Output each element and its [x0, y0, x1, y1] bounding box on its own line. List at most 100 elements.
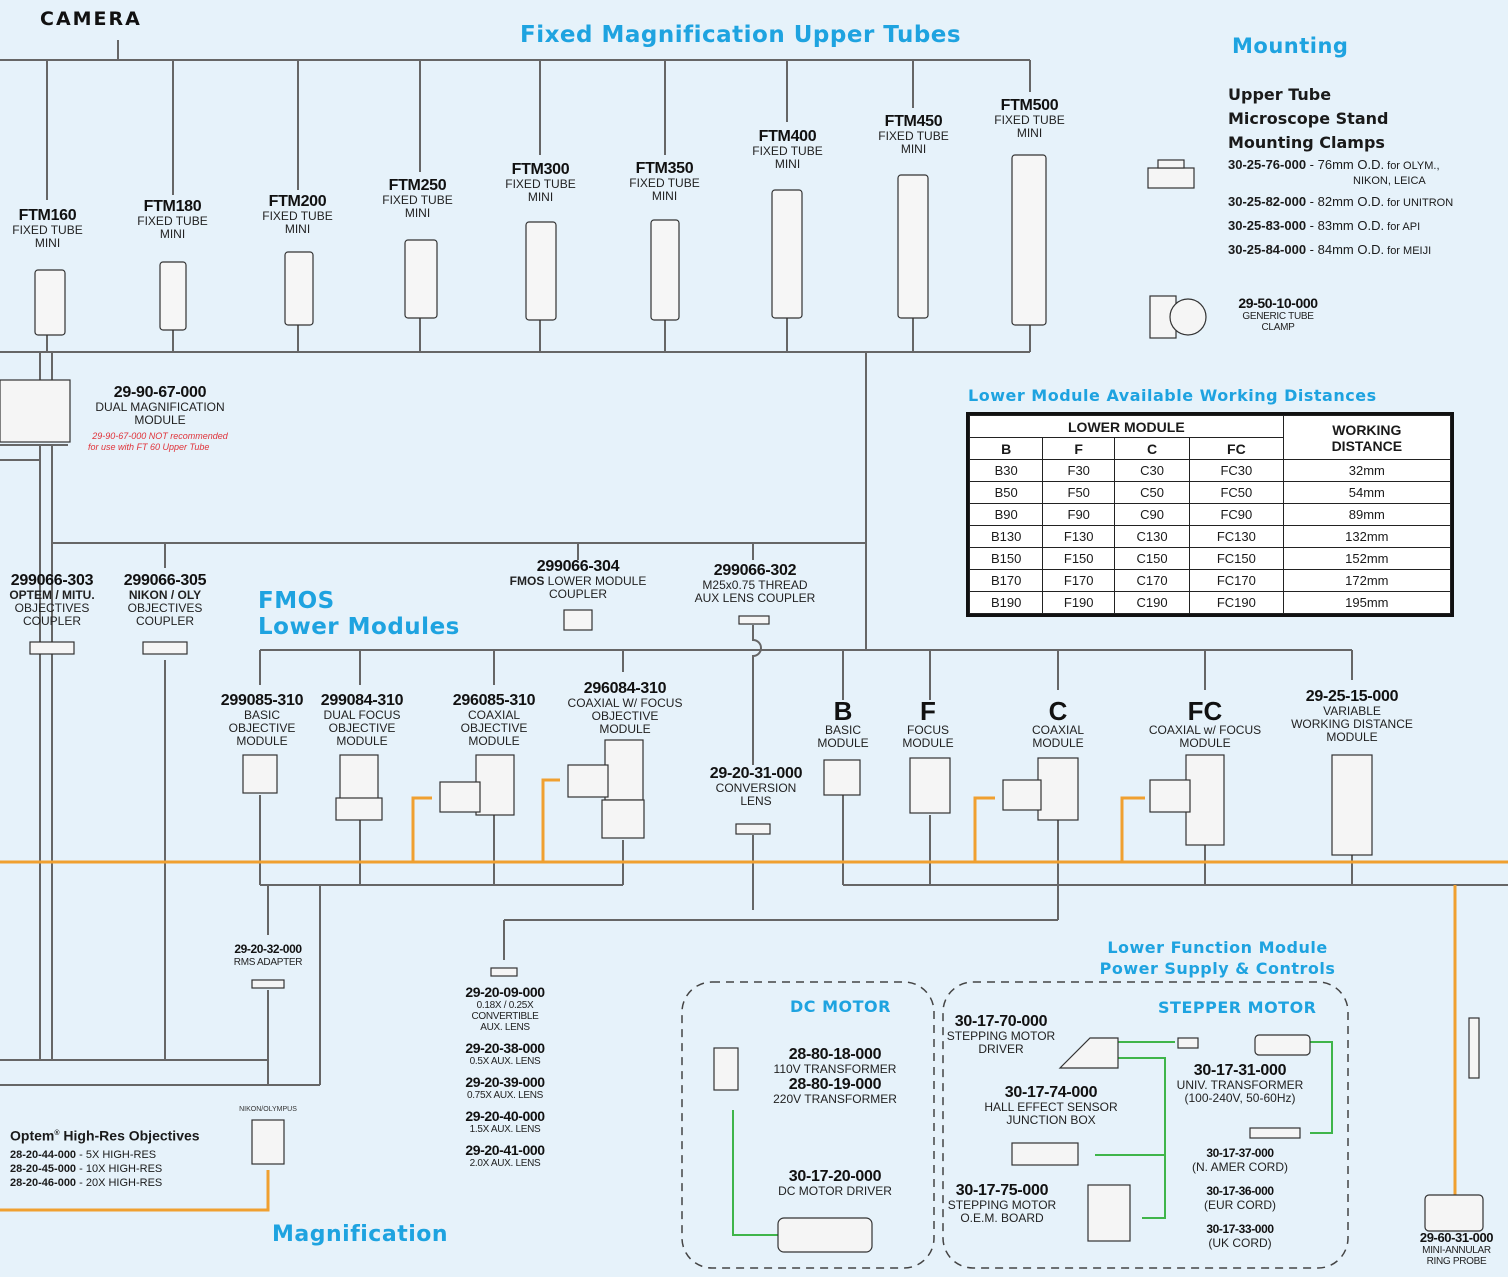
wd-distance-header-line1: WORKING	[1332, 421, 1402, 438]
probe-line1: MINI-ANNULAR	[1422, 1245, 1491, 1256]
module-line2: MODULE	[1179, 736, 1231, 750]
clamp-item[interactable]: 30-25-76-000 - 76mm O.D. for OLYM.,	[1228, 157, 1508, 174]
optem-desc: - 20X HIGH-RES	[76, 1176, 163, 1189]
cord-label: (UK CORD)	[1208, 1236, 1272, 1250]
tube-ftm400[interactable]: FTM400 FIXED TUBE MINI	[740, 128, 835, 171]
module-variable[interactable]: 29-25-15-000 VARIABLE WORKING DISTANCE M…	[1282, 688, 1422, 744]
module-fc[interactable]: FC COAXIAL w/ FOCUS MODULE	[1135, 698, 1275, 750]
optem-pn: 28-20-45-000	[10, 1162, 77, 1175]
coupler-optem[interactable]: 299066-303 OPTEM / MITU. OBJECTIVES COUP…	[0, 572, 104, 628]
wd-col-header: C	[1114, 437, 1191, 460]
coupler-line1: M25x0.75 THREAD	[702, 578, 808, 592]
clamp-note: for OLYM.,	[1384, 160, 1440, 172]
aux-lens[interactable]: 29-20-41-000 2.0X AUX. LENS	[440, 1143, 570, 1170]
tube-ftm200[interactable]: FTM200 FIXED TUBE MINI	[250, 193, 345, 236]
coupler-fmos[interactable]: 299066-304 FMOS LOWER MODULE COUPLER	[503, 558, 653, 601]
clamp-item[interactable]: 30-25-84-000 - 84mm O.D. for MEIJI	[1228, 242, 1508, 259]
tube-ftm250[interactable]: FTM250 FIXED TUBE MINI	[370, 177, 465, 220]
wd-cell: C130	[1114, 525, 1191, 548]
stepper-d-line2: DRIVER	[978, 1042, 1024, 1056]
module-c[interactable]: C COAXIAL MODULE	[1018, 698, 1098, 750]
aux-lens[interactable]: 29-20-09-000 0.18X / 0.25X CONVERTIBLE A…	[440, 985, 570, 1034]
stepping-motor-oem[interactable]: 30-17-75-000 STEPPING MOTOR O.E.M. BOARD	[946, 1182, 1058, 1225]
mounting-heading: Mounting	[1232, 34, 1349, 58]
univ-transformer[interactable]: 30-17-31-000 UNIV. TRANSFORMER (100-240V…	[1175, 1062, 1305, 1105]
generic-clamp[interactable]: 29-50-10-000 GENERIC TUBE CLAMP	[1228, 296, 1328, 334]
module-coaxial[interactable]: 296085-310 COAXIAL OBJECTIVE MODULE	[444, 692, 544, 748]
module-pn: 296085-310	[452, 692, 536, 709]
module-line2: MODULE	[817, 736, 869, 750]
hall-effect-junction[interactable]: 30-17-74-000 HALL EFFECT SENSOR JUNCTION…	[976, 1084, 1126, 1127]
tube-ftm180[interactable]: FTM180 FIXED TUBE MINI	[125, 198, 220, 241]
stepping-motor-driver[interactable]: 30-17-70-000 STEPPING MOTOR DRIVER	[945, 1013, 1057, 1056]
clamp-pn: 30-25-76-000	[1228, 157, 1307, 172]
coupler-aux[interactable]: 299066-302 M25x0.75 THREAD AUX LENS COUP…	[680, 562, 830, 605]
wd-cell: 89mm	[1282, 503, 1452, 526]
clamp-item[interactable]: 30-25-83-000 - 83mm O.D. for API	[1228, 218, 1508, 235]
wd-heading: Lower Module Available Working Distances	[968, 386, 1377, 405]
module-dual-focus[interactable]: 299084-310 DUAL FOCUS OBJECTIVE MODULE	[312, 692, 412, 748]
tube-line1: FIXED TUBE	[137, 214, 208, 228]
module-line2: OBJECTIVE	[460, 721, 528, 735]
optem-title: Optem	[10, 1127, 55, 1144]
aux-lens[interactable]: 29-20-39-000 0.75X AUX. LENS	[440, 1075, 570, 1102]
tube-line2: MINI	[284, 222, 311, 236]
tube-ftm500[interactable]: FTM500 FIXED TUBE MINI	[982, 97, 1077, 140]
wd-group-header: LOWER MODULE	[969, 415, 1284, 438]
list-item[interactable]: 30-17-36-000 (EUR CORD)	[1185, 1184, 1295, 1212]
stepper-o-line1: STEPPING MOTOR	[947, 1198, 1057, 1212]
module-pn: 299085-310	[220, 692, 304, 709]
list-item[interactable]: 30-17-37-000 (N. AMER CORD)	[1185, 1146, 1295, 1174]
module-f[interactable]: F FOCUS MODULE	[888, 698, 968, 750]
mounting-title-line1: Upper Tube	[1228, 85, 1332, 104]
module-b[interactable]: B BASIC MODULE	[803, 698, 883, 750]
aux-lens[interactable]: 29-20-40-000 1.5X AUX. LENS	[440, 1109, 570, 1136]
ring-probe[interactable]: 29-60-31-000 MINI-ANNULAR RING PROBE	[1405, 1230, 1508, 1267]
rms-adapter[interactable]: 29-20-32-000 RMS ADAPTER	[218, 942, 318, 968]
wd-cell: F190	[1042, 591, 1116, 614]
list-item[interactable]: 28-20-46-000 - 20X HIGH-RES	[10, 1176, 240, 1190]
clamp-pn: 30-25-83-000	[1228, 218, 1307, 233]
tube-pn: FTM350	[635, 160, 694, 177]
tube-ftm300[interactable]: FTM300 FIXED TUBE MINI	[493, 161, 588, 204]
conversion-lens[interactable]: 29-20-31-000 CONVERSION LENS	[696, 765, 816, 808]
list-item[interactable]: 30-17-33-000 (UK CORD)	[1185, 1222, 1295, 1250]
wd-cell: FC90	[1189, 503, 1284, 526]
tube-ftm350[interactable]: FTM350 FIXED TUBE MINI	[617, 160, 712, 203]
optem-pn: 28-20-44-000	[10, 1148, 77, 1161]
conversion-pn: 29-20-31-000	[709, 765, 803, 782]
mounting-title-line2: Microscope Stand	[1228, 109, 1389, 128]
tube-ftm450[interactable]: FTM450 FIXED TUBE MINI	[866, 113, 961, 156]
dual-mag-line2: MODULE	[134, 413, 186, 427]
module-coaxial-focus[interactable]: 296084-310 COAXIAL W/ FOCUS OBJECTIVE MO…	[560, 680, 690, 736]
module-line1: VARIABLE	[1323, 704, 1381, 718]
clamp-item[interactable]: 30-25-82-000 - 82mm O.D. for UNITRON	[1228, 194, 1508, 211]
list-item[interactable]: 28-20-44-000 - 5X HIGH-RES	[10, 1148, 240, 1162]
coupler-nikon[interactable]: 299066-305 NIKON / OLY OBJECTIVES COUPLE…	[113, 572, 217, 628]
optem-pn: 28-20-46-000	[10, 1176, 77, 1189]
dc-motor-driver[interactable]: 30-17-20-000 DC MOTOR DRIVER	[760, 1168, 910, 1198]
module-line1: COAXIAL w/ FOCUS	[1148, 723, 1262, 737]
clamp-desc: - 76mm O.D.	[1306, 157, 1385, 172]
wd-col-header: B	[968, 437, 1044, 460]
dual-mag-module[interactable]: 29-90-67-000 DUAL MAGNIFICATION MODULE 2…	[80, 384, 240, 453]
tube-ftm160[interactable]: FTM160 FIXED TUBE MINI	[0, 207, 95, 250]
rms-pn: 29-20-32-000	[234, 942, 302, 956]
aux-lens[interactable]: 29-20-38-000 0.5X AUX. LENS	[440, 1041, 570, 1068]
module-line1: BASIC	[243, 708, 280, 722]
module-pn: 296084-310	[583, 680, 667, 697]
wd-cell: B30	[968, 459, 1044, 482]
wd-cell: C190	[1114, 591, 1191, 614]
list-item[interactable]: 28-20-45-000 - 10X HIGH-RES	[10, 1162, 240, 1176]
dc-t1-label: 110V TRANSFORMER	[773, 1062, 897, 1076]
tube-line1: FIXED TUBE	[382, 193, 453, 207]
tube-pn: FTM400	[758, 128, 817, 145]
module-line3: MODULE	[236, 734, 288, 748]
module-basic-objective[interactable]: 299085-310 BASIC OBJECTIVE MODULE	[212, 692, 312, 748]
dc-drv-pn: 30-17-20-000	[788, 1168, 882, 1185]
module-line3: MODULE	[468, 734, 520, 748]
